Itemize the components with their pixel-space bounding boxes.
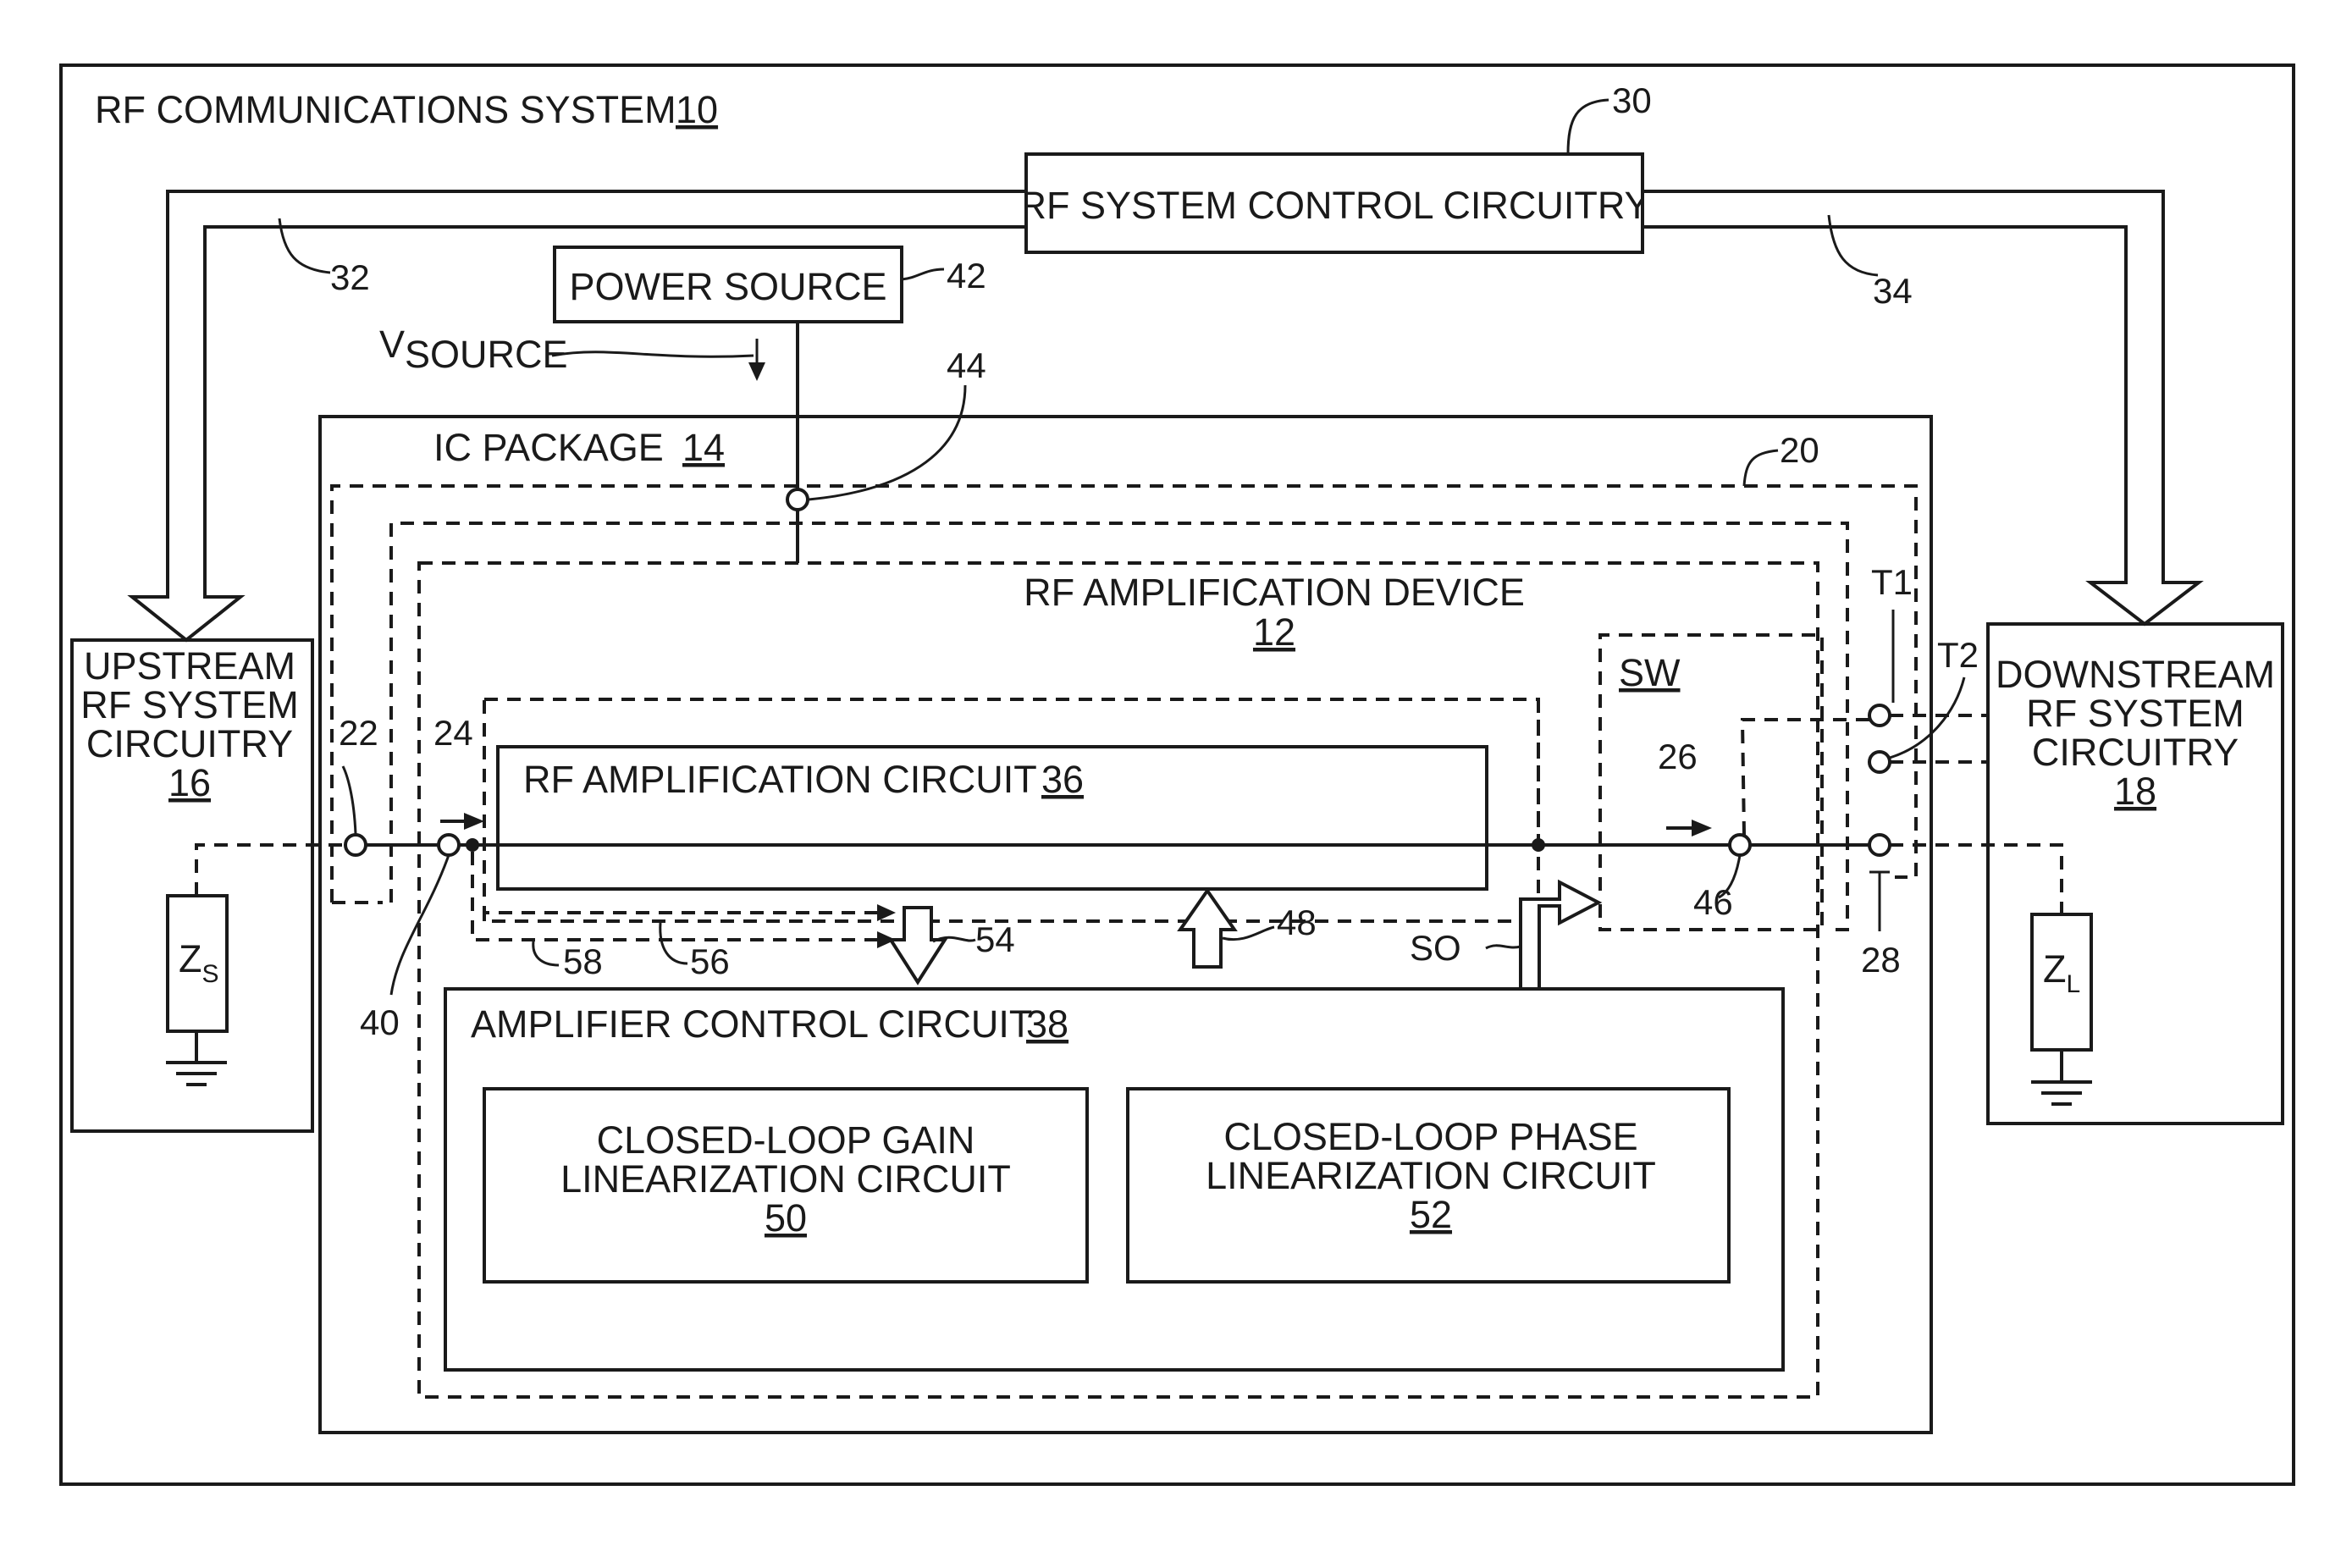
terminal-40 (439, 835, 459, 855)
device-dashed-box (419, 563, 1818, 1397)
ref-40: 40 (360, 1002, 400, 1042)
upstream-line1: UPSTREAM (84, 644, 295, 687)
ref-44: 44 (947, 345, 986, 385)
ref-26: 26 (1658, 737, 1698, 776)
phase-linearization-ref: 52 (1410, 1193, 1452, 1236)
terminal-28 (1869, 835, 1890, 855)
phase-linearization-line2: LINEARIZATION CIRCUIT (1206, 1154, 1656, 1197)
terminal-t1-label: T1 (1871, 562, 1913, 602)
downstream-line3: CIRCUITRY (2032, 731, 2239, 774)
upstream-ref: 16 (168, 761, 211, 804)
zs-sub: S (202, 960, 219, 988)
power-source-label: POWER SOURCE (569, 265, 886, 308)
t2-leader (1890, 677, 1964, 758)
dashed-region-20 (332, 486, 1916, 903)
bus-arrow-to-downstream (1643, 191, 2199, 624)
ic-package-ref: 14 (682, 426, 725, 469)
ref-58-leader (533, 941, 559, 965)
rf-communications-system-box (61, 65, 2294, 1484)
output-node-dot (1532, 838, 1545, 852)
power-ref-leader (902, 269, 944, 279)
ref-20: 20 (1780, 430, 1819, 470)
terminal-44 (787, 489, 808, 510)
zl-dashed-wire (1890, 845, 2062, 914)
amp-circuit-ref: 36 (1041, 758, 1084, 801)
vsource-arrowhead (748, 362, 765, 381)
switch-blade (1742, 720, 1878, 835)
ref-58: 58 (563, 941, 603, 981)
control-circuitry-label: RF SYSTEM CONTROL CIRCUITRY (1019, 184, 1649, 227)
feedback-path-58 (472, 852, 887, 940)
zs-main: Z (179, 937, 202, 980)
amp-control-ref: 38 (1026, 1002, 1068, 1046)
gain-linearization-line1: CLOSED-LOOP GAIN (597, 1118, 975, 1162)
upstream-line3: CIRCUITRY (86, 722, 293, 765)
ref-20-leader (1744, 450, 1778, 486)
downstream-line1: DOWNSTREAM (1996, 653, 2275, 696)
system-ref: 10 (676, 88, 718, 131)
arrow-26-head (1692, 820, 1712, 836)
ref-44-leader (809, 385, 965, 500)
power-ref: 42 (947, 256, 986, 295)
ref-32: 32 (330, 257, 370, 297)
terminal-t1 (1869, 705, 1890, 726)
vsource-leader (552, 352, 754, 356)
zl-sub: L (2067, 970, 2081, 998)
ref-46: 46 (1693, 882, 1733, 922)
so-arrow (1521, 882, 1598, 989)
amp-control-label: AMPLIFIER CONTROL CIRCUIT (471, 1002, 1032, 1046)
ic-package-label: IC PACKAGE (433, 426, 664, 469)
so-label: SO (1410, 928, 1461, 968)
control-ref-leader (1568, 100, 1609, 154)
terminal-t2-label: T2 (1937, 635, 1979, 675)
ref-34: 34 (1873, 271, 1913, 311)
switch-label: SW (1619, 651, 1681, 694)
ref-54: 54 (975, 919, 1015, 959)
ref-28: 28 (1861, 940, 1901, 980)
gain-linearization-ref: 50 (765, 1196, 807, 1239)
system-title: RF COMMUNICATIONS SYSTEM (95, 88, 676, 131)
arrow-54-down (891, 908, 945, 982)
amp-circuit-label: RF AMPLIFICATION CIRCUIT (523, 758, 1037, 801)
control-ref: 30 (1612, 80, 1652, 120)
ref-56-leader (660, 923, 687, 963)
ref-56: 56 (690, 941, 730, 981)
vsource-main: V (379, 323, 405, 366)
terminal-22 (345, 835, 366, 855)
ref-22-leader (343, 766, 356, 834)
zs-label: ZS (179, 937, 219, 988)
ref-48: 48 (1277, 903, 1317, 942)
upstream-line2: RF SYSTEM (80, 683, 299, 726)
device-label: RF AMPLIFICATION DEVICE (1024, 571, 1525, 614)
zl-main: Z (2043, 947, 2067, 991)
arrow-24-head (464, 813, 484, 830)
ref-24: 24 (433, 713, 473, 753)
so-leader (1486, 946, 1521, 948)
switch-contact-46 (1730, 835, 1750, 855)
phase-linearization-line1: CLOSED-LOOP PHASE (1223, 1115, 1637, 1158)
vsource-label: VSOURCE (379, 323, 568, 376)
terminal-t2 (1869, 752, 1890, 772)
vsource-sub: SOURCE (405, 333, 568, 376)
downstream-ref: 18 (2114, 770, 2156, 813)
zl-label: ZL (2043, 947, 2080, 998)
device-ref: 12 (1253, 610, 1295, 654)
arrowhead-56 (877, 904, 896, 921)
ref-22: 22 (339, 713, 378, 753)
arrow-48-up (1180, 891, 1234, 967)
gain-linearization-line2: LINEARIZATION CIRCUIT (560, 1157, 1011, 1201)
downstream-line2: RF SYSTEM (2026, 692, 2244, 735)
